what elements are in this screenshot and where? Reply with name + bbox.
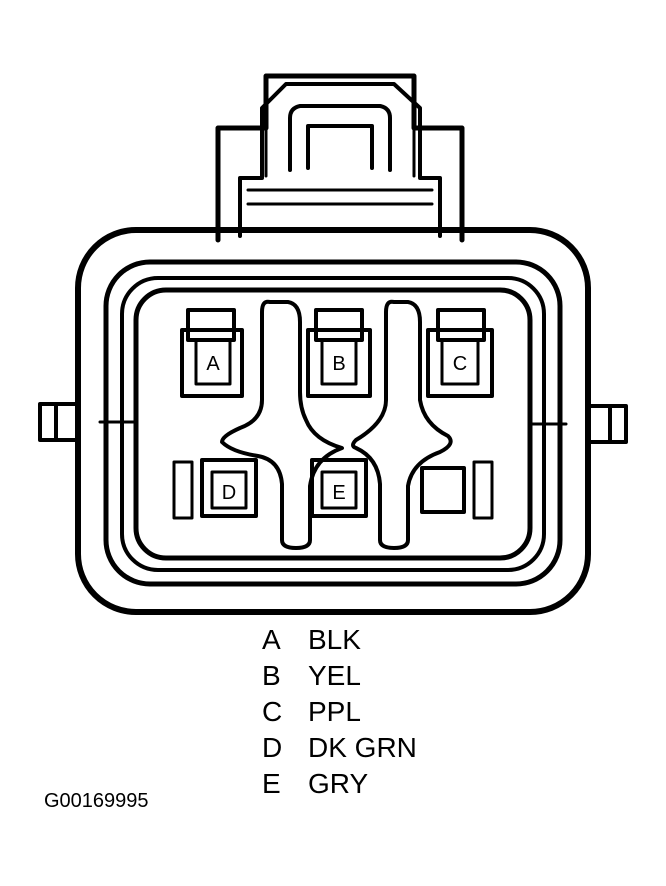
pin-cavity-c bbox=[426, 308, 494, 398]
connector-housing bbox=[75, 227, 591, 615]
legend-wire-color: DK GRN bbox=[308, 732, 417, 763]
pin-cavity-a bbox=[180, 308, 244, 398]
pin-label-a: A bbox=[206, 353, 220, 375]
left-latch bbox=[38, 402, 80, 442]
legend-pin-id: D bbox=[262, 732, 283, 763]
legend-pin-id: C bbox=[262, 696, 283, 727]
pin-label-c: C bbox=[453, 353, 467, 375]
pin-cavity-b bbox=[306, 308, 372, 398]
legend-pin-id: E bbox=[262, 768, 281, 799]
legend-pin-id: A bbox=[262, 624, 281, 655]
pin-label-e: E bbox=[332, 482, 345, 504]
connector-diagram: A B C D E bbox=[38, 73, 628, 615]
empty-cavity bbox=[420, 466, 466, 514]
pin-label-d: D bbox=[222, 482, 236, 504]
side-slots bbox=[172, 460, 494, 520]
legend-wire-color: PPL bbox=[308, 696, 361, 727]
legend-wire-color: YEL bbox=[308, 660, 361, 691]
pin-label-b: B bbox=[332, 353, 345, 375]
internal-dividers bbox=[220, 299, 453, 550]
locking-tab bbox=[215, 73, 465, 243]
legend-pin-id: B bbox=[262, 660, 281, 691]
pin-cavity-e bbox=[310, 458, 368, 518]
pin-cavity-d bbox=[200, 458, 258, 518]
right-latch bbox=[586, 404, 628, 444]
figure-code: G00169995 bbox=[44, 790, 149, 812]
legend-wire-color: BLK bbox=[308, 624, 361, 655]
legend-wire-color: GRY bbox=[308, 768, 369, 799]
